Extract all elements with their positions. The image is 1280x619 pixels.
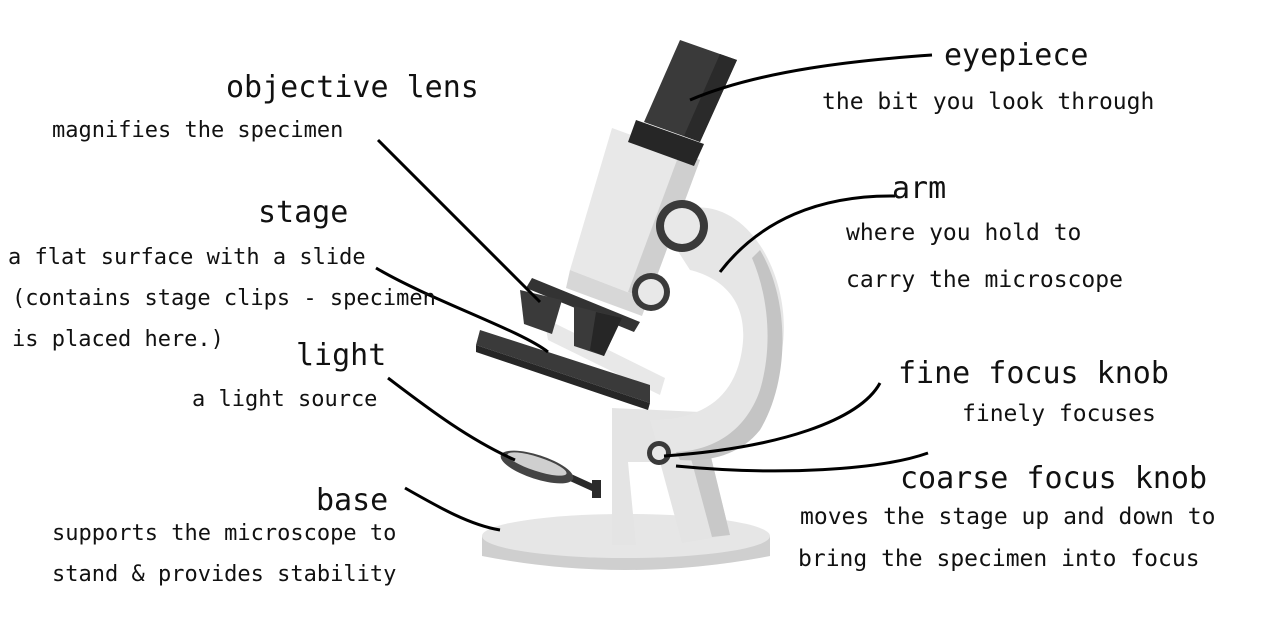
leader-lines xyxy=(375,53,933,532)
stage-title: stage xyxy=(258,195,349,230)
microscope-stage xyxy=(476,318,665,410)
microscope-objective xyxy=(520,278,640,356)
fine-focus-knob-title: fine focus knob xyxy=(898,356,1169,391)
leader-stage xyxy=(375,266,549,354)
coarse-focus-knob-description-line-1: moves the stage up and down to xyxy=(800,504,1216,530)
leader-objective-lens xyxy=(376,138,542,304)
microscope-arm xyxy=(650,207,784,461)
objective-lens-description: magnifies the specimen xyxy=(52,118,344,143)
arm-title: arm xyxy=(892,171,947,206)
stage-description-line-2: (contains stage clips - specimen xyxy=(12,286,436,311)
light-description: a light source xyxy=(192,387,378,412)
microscope-light xyxy=(500,450,601,498)
base-description-line-2: stand & provides stability xyxy=(52,562,397,587)
leader-eyepiece xyxy=(689,53,933,102)
eyepiece-description: the bit you look through xyxy=(822,89,1155,115)
leader-coarse-focus-knob xyxy=(675,451,929,473)
leader-fine-focus-knob xyxy=(663,382,882,458)
stage-description-line-3: is placed here.) xyxy=(12,327,224,352)
leader-base xyxy=(404,486,501,532)
fine-focus-knob-description: finely focuses xyxy=(962,401,1156,427)
arm-description-line-2: carry the microscope xyxy=(846,267,1123,293)
light-title: light xyxy=(296,338,387,373)
leader-light xyxy=(387,376,516,462)
objective-lens-title: objective lens xyxy=(226,70,479,105)
microscope-knobs xyxy=(632,200,708,465)
stage-description-line-1: a flat surface with a slide xyxy=(8,245,366,270)
arm-description-line-1: where you hold to xyxy=(846,220,1082,246)
coarse-focus-knob-description-line-2: bring the specimen into focus xyxy=(798,546,1200,572)
eyepiece-title: eyepiece xyxy=(944,38,1089,73)
base-title: base xyxy=(316,483,389,518)
microscope-eyepiece xyxy=(628,40,737,166)
leader-arm xyxy=(718,194,896,273)
base-description-line-1: supports the microscope to xyxy=(52,521,397,546)
coarse-focus-knob-title: coarse focus knob xyxy=(900,461,1208,496)
